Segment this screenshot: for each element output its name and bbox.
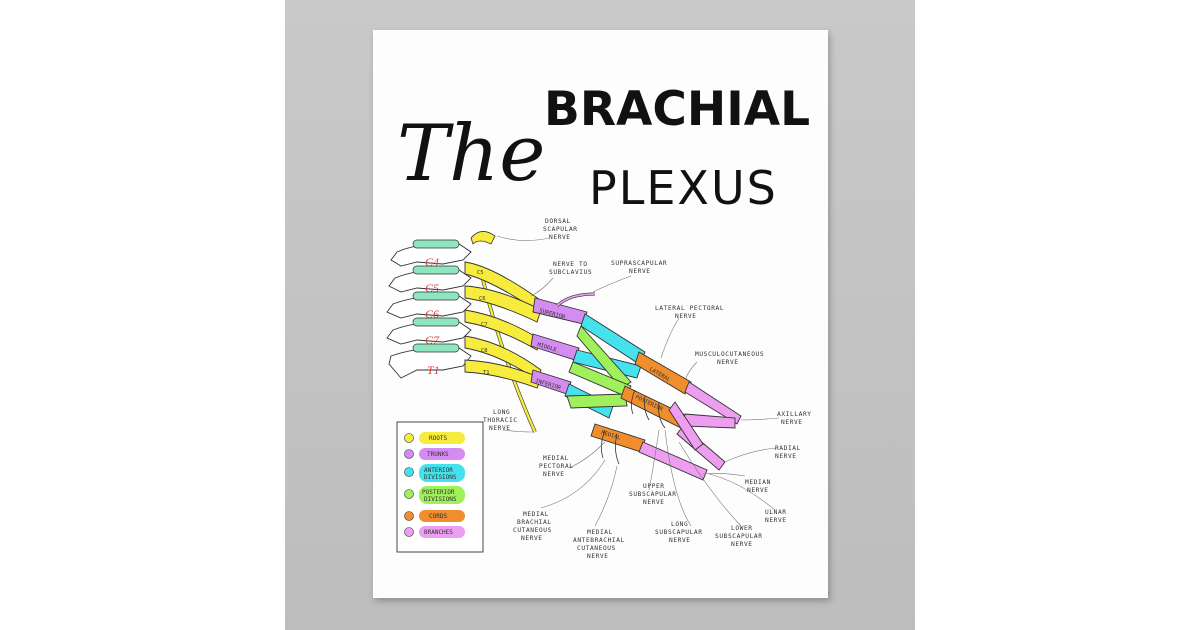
poster: The BRACHIAL PLEXUS C4 C5 C6 C7 T1	[373, 30, 828, 598]
label-lateral-pectoral: LATERAL PECTORAL NERVE	[655, 305, 729, 320]
legend-item-trunks: TRUNKS	[404, 448, 465, 460]
svg-text:ANTERIOR DIVISIONS: ANTERIOR DIVISIONS	[424, 467, 457, 481]
label-axillary: AXILLARY NERVE	[777, 411, 816, 426]
roots	[464, 261, 544, 389]
posterior-division-inferior	[566, 393, 628, 409]
label-long-thoracic: LONG THORACIC NERVE	[483, 409, 522, 432]
title-plexus: PLEXUS	[589, 161, 778, 215]
svg-text:TRUNKS: TRUNKS	[427, 451, 449, 458]
root-label: C8	[481, 348, 488, 354]
vertebra-label: C4	[425, 255, 439, 269]
svg-text:ROOTS: ROOTS	[429, 435, 447, 442]
vertebra-label: T1	[427, 363, 440, 377]
musculocutaneous-branch	[684, 381, 742, 425]
dorsal-scapular-nerve	[470, 231, 496, 245]
label-musculocutaneous: MUSCULOCUTANEOUS NERVE	[695, 351, 769, 366]
legend-item-posterior-divisions: POSTERIOR DIVISIONS	[404, 486, 465, 504]
vertebra-c5: C5	[388, 265, 472, 295]
nerve-labels: DORSAL SCAPULAR NERVE NERVE TO SUBCLAVIU…	[483, 218, 816, 560]
root-label: C5	[477, 270, 484, 276]
legend-item-anterior-divisions: ANTERIOR DIVISIONS	[404, 464, 465, 482]
label-dorsal-scapular: DORSAL SCAPULAR NERVE	[543, 218, 582, 241]
title-the: The	[397, 109, 545, 199]
root-labels: C5 C6 C7 C8 T1	[477, 270, 490, 376]
suprascapular-nerve	[556, 293, 596, 307]
legend-item-cords: CORDS	[404, 510, 465, 522]
label-median: MEDIAN NERVE	[745, 479, 775, 494]
brachial-plexus-diagram: The BRACHIAL PLEXUS C4 C5 C6 C7 T1	[386, 82, 816, 560]
root-label: T1	[483, 370, 490, 376]
branches	[638, 381, 742, 481]
vertebra-label: C7	[425, 333, 440, 347]
svg-text:POSTERIOR DIVISIONS: POSTERIOR DIVISIONS	[422, 489, 458, 503]
root-label: C6	[479, 296, 486, 302]
legend-item-branches: BRANCHES	[404, 526, 465, 538]
legend: ROOTS TRUNKS ANTERIOR DIVISIONS POSTERIO…	[396, 421, 484, 553]
vertebra-c4: C4	[390, 239, 472, 269]
label-nerve-to-subclavius: NERVE TO SUBCLAVIUS	[549, 261, 592, 276]
label-medial-antebrachial-cutaneous: MEDIAL ANTEBRACHIAL CUTANEOUS NERVE	[573, 529, 629, 560]
legend-item-roots: ROOTS	[404, 432, 465, 444]
vertebra-label: C6	[425, 307, 439, 321]
label-suprascapular: SUPRASCAPULAR NERVE	[611, 260, 672, 275]
label-long-subscapular: LONG SUBSCAPULAR NERVE	[655, 521, 707, 544]
label-medial-brachial-cutaneous: MEDIAL BRACHIAL CUTANEOUS NERVE	[513, 511, 556, 542]
vertebral-column: C4 C5 C6 C7 T1	[386, 239, 472, 379]
title-brachial: BRACHIAL	[544, 82, 810, 137]
vertebra-c7: C7	[386, 317, 472, 347]
label-lower-subscapular: LOWER SUBSCAPULAR NERVE	[715, 525, 767, 548]
vertebra-label: C5	[425, 281, 439, 295]
median-branch	[668, 401, 704, 451]
root-t1	[464, 359, 542, 389]
label-radial: RADIAL NERVE	[775, 445, 805, 460]
lateral-cord	[634, 351, 692, 395]
vertebra-c6: C6	[386, 291, 472, 321]
svg-text:BRANCHES: BRANCHES	[424, 529, 453, 536]
medial-cord-label: MEDIAL	[600, 430, 621, 441]
middle-trunk-label: MIDDLE	[536, 342, 557, 353]
label-upper-subscapular: UPPER SUBSCAPULAR NERVE	[629, 483, 681, 506]
svg-text:CORDS: CORDS	[429, 513, 447, 520]
label-medial-pectoral: MEDIAL PECTORAL NERVE	[539, 455, 578, 478]
leader-lines	[496, 235, 780, 527]
label-ulnar: ULNAR NERVE	[765, 509, 791, 524]
vertebra-t1: T1	[388, 343, 472, 379]
root-label: C7	[481, 322, 488, 328]
root-c6	[464, 285, 542, 323]
divisions	[564, 313, 646, 419]
ulnar-branch	[638, 441, 708, 481]
